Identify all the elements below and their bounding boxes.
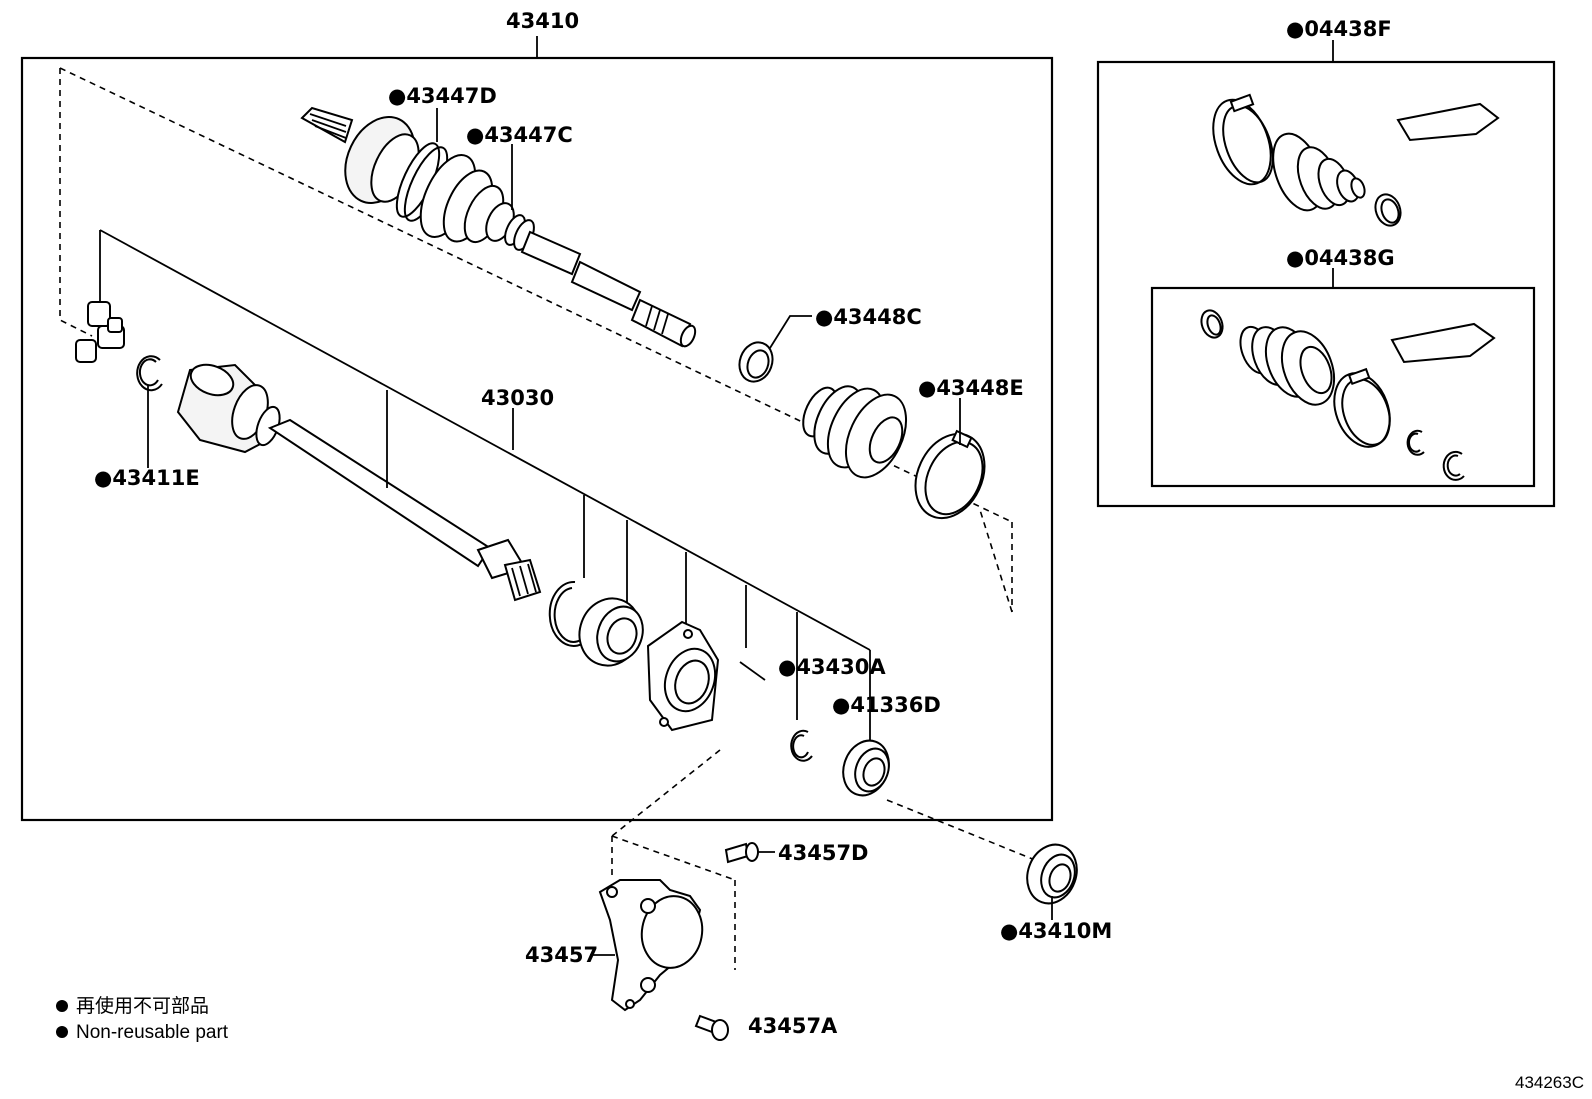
upper-drive-shaft-image	[300, 106, 697, 348]
boot-kit-f-image	[1212, 93, 1500, 227]
snap-ring-43430a-image	[790, 729, 813, 762]
label-04438f[interactable]: ●04438F	[1286, 17, 1392, 41]
bolt-43457d-image	[724, 842, 759, 864]
label-43457[interactable]: 43457	[525, 943, 598, 967]
figure-number: 434263C	[1515, 1073, 1584, 1092]
legend-bullet-1	[56, 1000, 68, 1012]
tripod-joint-image	[75, 301, 125, 363]
boot-clamp-43448c-image	[738, 341, 774, 383]
label-43030[interactable]: 43030	[481, 386, 554, 410]
bracket-43457-image	[598, 879, 704, 1012]
label-43448e[interactable]: ●43448E	[918, 376, 1024, 400]
lower-drive-shaft-image	[176, 363, 542, 602]
boot-clamp-43448e-image	[914, 429, 986, 520]
label-41336d[interactable]: ●41336D	[832, 693, 941, 717]
dust-cover-43410m-image	[1026, 843, 1078, 905]
boot-kit-g-image	[1200, 309, 1496, 481]
label-43410[interactable]: 43410	[506, 9, 579, 33]
label-43457a[interactable]: 43457A	[748, 1014, 838, 1038]
legend-bullet-2	[56, 1026, 68, 1038]
snap-ring-43411e-image	[136, 355, 163, 392]
label-43410m[interactable]: ●43410M	[1000, 919, 1112, 943]
pin-image	[739, 661, 766, 681]
bearing-image	[578, 597, 644, 667]
bearing-bracket-image	[646, 620, 720, 732]
label-43457d[interactable]: 43457D	[778, 841, 869, 865]
dust-seal-41336d-image	[842, 739, 890, 797]
bolt-43457a-image	[694, 1014, 729, 1041]
label-43430a[interactable]: ●43430A	[778, 655, 886, 679]
label-43447c[interactable]: ●43447C	[466, 123, 573, 147]
legend-line-2: Non-reusable part	[76, 1022, 229, 1043]
label-04438g[interactable]: ●04438G	[1286, 246, 1395, 270]
boot-kit-box	[1096, 60, 1556, 508]
boot-kit-g-box	[1150, 286, 1536, 488]
label-43448c[interactable]: ●43448C	[815, 305, 922, 329]
boot-image	[802, 385, 908, 479]
label-43447d[interactable]: ●43447D	[388, 84, 497, 108]
legend-line-1: 再使用不可部品	[76, 995, 209, 1017]
label-43411e[interactable]: ●43411E	[94, 466, 200, 490]
